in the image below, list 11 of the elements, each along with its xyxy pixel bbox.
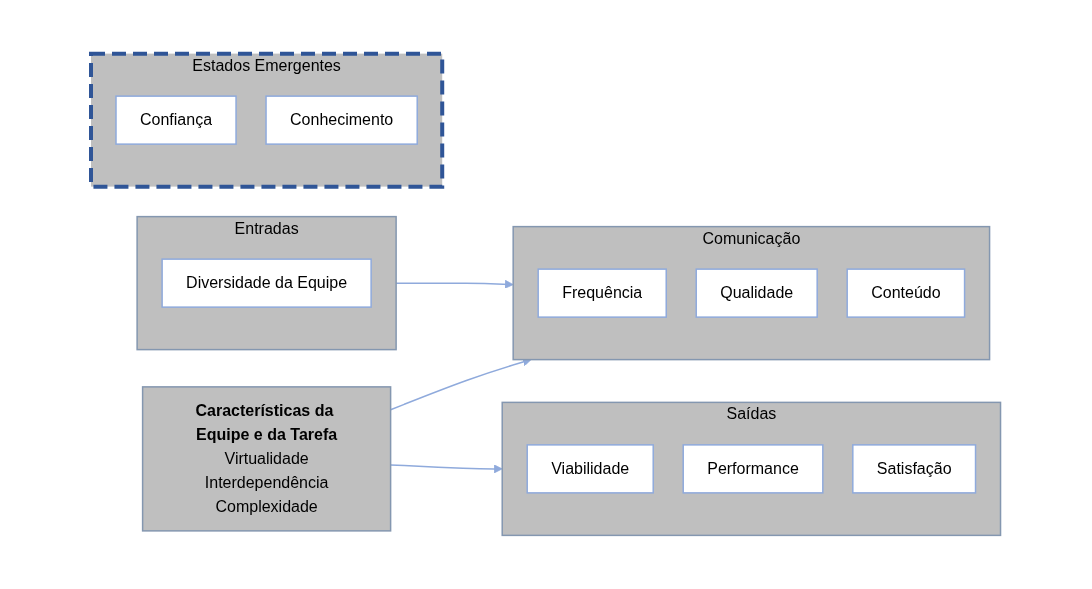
- node-box: Confiança: [115, 95, 238, 145]
- node-box: Qualidade: [695, 268, 819, 318]
- node-box: Diversidade da Equipe: [161, 258, 373, 308]
- arrow: [390, 464, 503, 474]
- node-box: Conteúdo: [846, 268, 966, 318]
- node-box: Frequência: [537, 268, 668, 318]
- node-box: Satisfação: [852, 444, 977, 494]
- node-box: Conhecimento: [265, 95, 419, 145]
- node-box: Características da Equipe e da Tarefa Virtualidade Interdependência Complexidade: [142, 386, 392, 532]
- node-box: Performance: [682, 444, 824, 494]
- node-box: Viabilidade: [526, 444, 655, 494]
